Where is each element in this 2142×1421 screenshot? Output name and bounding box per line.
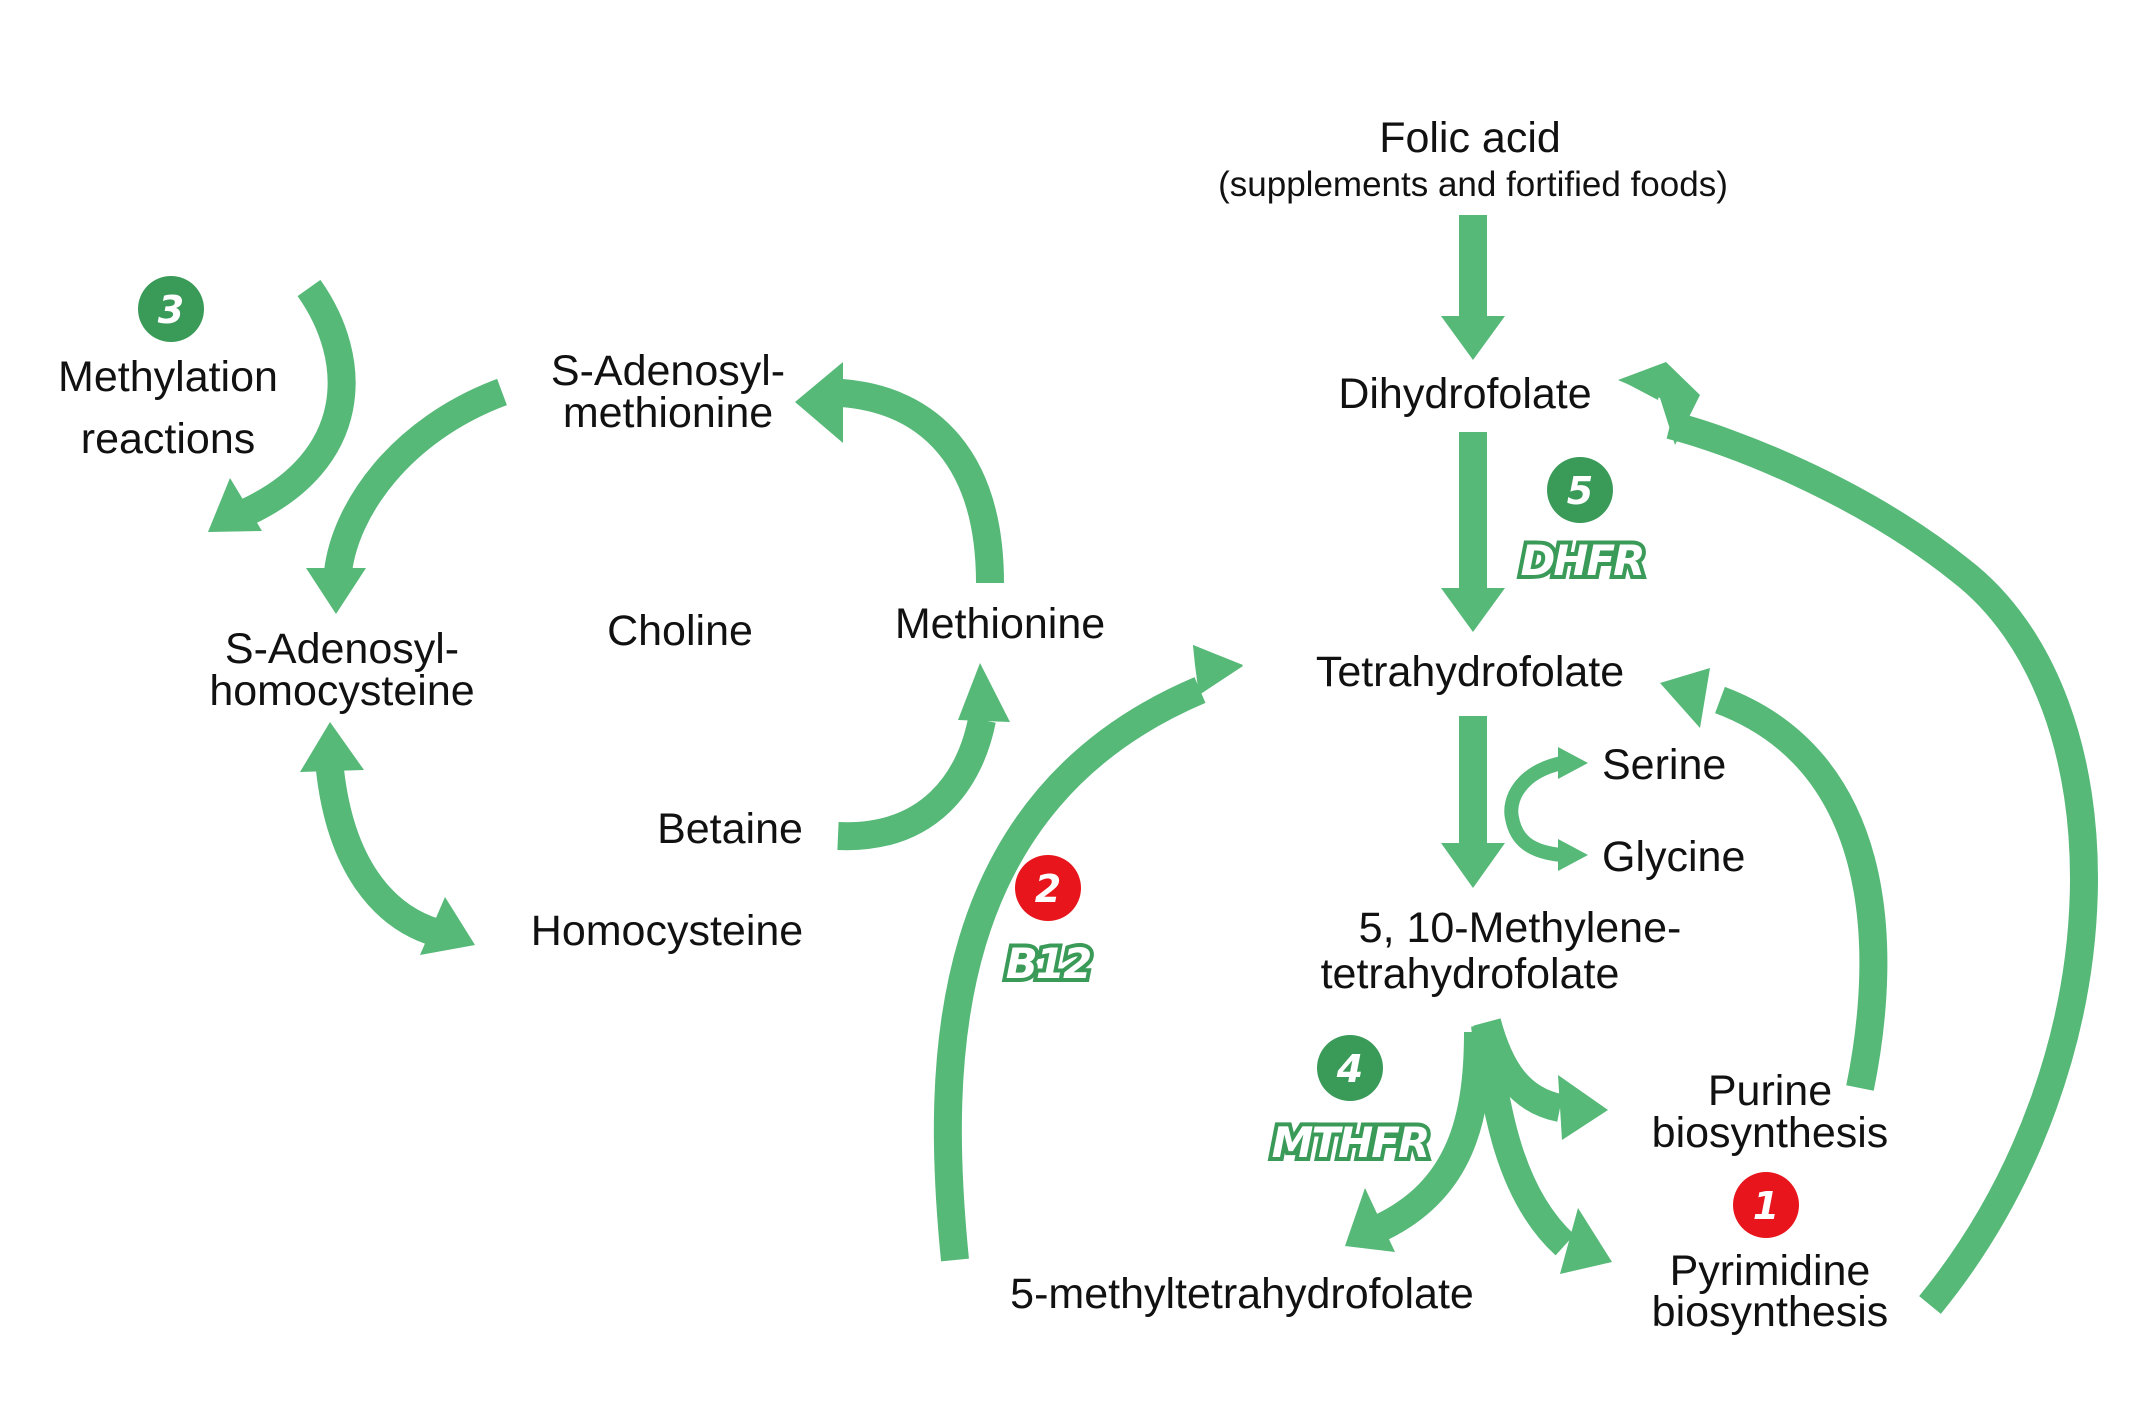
arrow-serine-glycine: [1504, 747, 1588, 871]
node-homocysteine: Homocysteine: [531, 907, 803, 955]
arrow-purine-to-tetrahydrofolate: [1660, 668, 1888, 1091]
node-sah-line2: homocysteine: [209, 667, 474, 715]
arrow-sam-to-sah: [306, 378, 507, 614]
node-methylene-thf-line2: tetrahydrofolate: [1321, 950, 1620, 998]
node-methylation-line2: reactions: [81, 415, 255, 463]
enzyme-label-dhfr: DHFR: [1520, 536, 1643, 585]
node-glycine: Glycine: [1602, 833, 1745, 881]
badge-2-number: 2: [1035, 867, 1061, 911]
node-methionine: Methionine: [895, 600, 1105, 648]
arrow-dihydrofolate-to-tetrahydrofolate: [1441, 432, 1505, 632]
arrow-methionine-to-sam: [795, 362, 1004, 584]
arrow-methylation: [208, 279, 356, 532]
node-pyrimidine-line2: biosynthesis: [1652, 1288, 1889, 1336]
node-purine-line2: biosynthesis: [1652, 1109, 1889, 1157]
enzyme-label-b12: B12: [1006, 939, 1090, 988]
badge-4: 4: [1317, 1035, 1383, 1101]
enzyme-label-mthfr: MTHFR: [1272, 1118, 1429, 1167]
arrow-methylene-to-methylthf: [1345, 1031, 1492, 1252]
node-folic-acid: Folic acid: [1379, 114, 1561, 162]
arrow-methylthf-to-tetrahydrofolate: [933, 645, 1243, 1262]
badge-1-number: 1: [1753, 1184, 1779, 1228]
node-pyrimidine-line1: Pyrimidine: [1670, 1247, 1871, 1295]
node-methylation-line1: Methylation: [58, 353, 278, 401]
arrow-pyrimidine-to-dihydrofolate: [1618, 362, 2098, 1314]
badge-3-number: 3: [158, 288, 184, 332]
badge-4-number: 4: [1336, 1047, 1363, 1091]
badge-3: 3: [138, 276, 204, 342]
node-dihydrofolate: Dihydrofolate: [1338, 370, 1591, 418]
node-betaine: Betaine: [657, 805, 803, 853]
node-serine: Serine: [1602, 741, 1726, 789]
arrow-tetrahydrofolate-to-methylene: [1441, 716, 1505, 888]
badge-2: 2: [1015, 855, 1081, 921]
node-choline: Choline: [607, 607, 753, 655]
arrow-betaine-to-methionine: [837, 663, 1010, 851]
node-purine-line1: Purine: [1708, 1067, 1832, 1115]
node-folic-acid-sublabel: (supplements and fortified foods): [1218, 165, 1728, 204]
node-sam-line2: methionine: [563, 389, 773, 437]
arrow-sah-homocysteine: [300, 722, 475, 955]
node-methylene-thf-line1: 5, 10-Methylene-: [1359, 904, 1682, 952]
node-sah-line1: S-Adenosyl-: [225, 625, 459, 673]
arrow-methylene-to-pyrimidine: [1471, 1023, 1612, 1274]
node-methyl-thf: 5-methyltetrahydrofolate: [1010, 1270, 1474, 1318]
badge-5-number: 5: [1567, 469, 1593, 513]
arrow-folic-to-dihydrofolate: [1441, 215, 1505, 360]
badge-1: 1: [1733, 1172, 1799, 1238]
node-sam-line1: S-Adenosyl-: [551, 347, 785, 395]
node-tetrahydrofolate: Tetrahydrofolate: [1316, 648, 1624, 696]
badge-5: 5: [1547, 457, 1613, 523]
